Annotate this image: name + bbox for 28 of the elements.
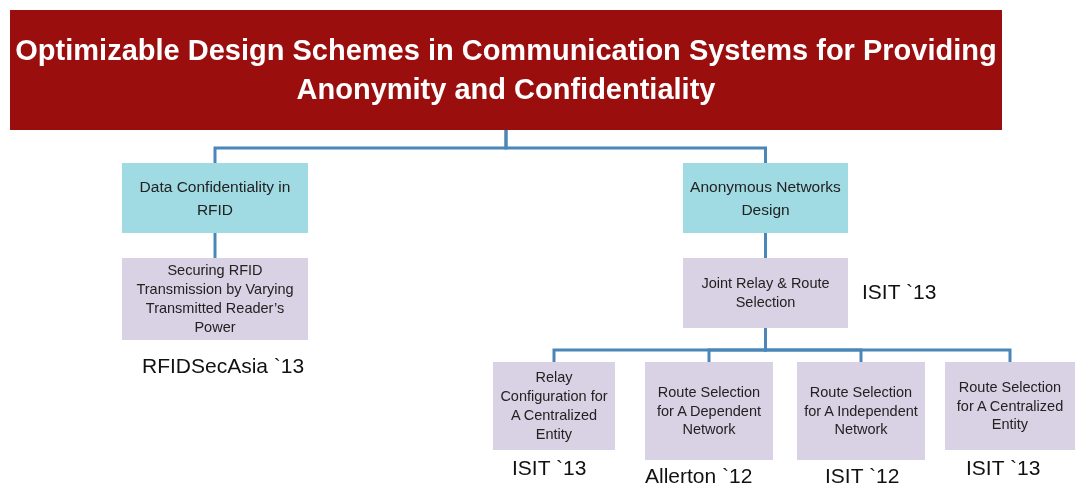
- topic-box: [493, 362, 615, 450]
- topic-box: [945, 362, 1075, 450]
- topic-box: [683, 258, 848, 328]
- tree-connector: [504, 130, 767, 163]
- node-label: Relay Configuration for A Centralized Entity: [499, 368, 609, 444]
- venue-label: ISIT `12: [825, 464, 900, 488]
- topic-box: [797, 362, 925, 460]
- tree-connector: [764, 233, 767, 258]
- tree-connector: [764, 328, 1012, 362]
- venue-label: RFIDSecAsia `13: [142, 354, 305, 378]
- title-banner: [10, 10, 1002, 130]
- node-label: Anonymous Networks Design: [689, 176, 842, 220]
- node-label: Route Selection for A Dependent Network: [656, 382, 762, 440]
- title-text: Optimizable Design Schemes in Communication Systems for Providing Anonymity and Confidentiality: [14, 32, 998, 107]
- node-label: Joint Relay & Route Selection: [700, 274, 831, 312]
- venue-label: ISIT `13: [512, 456, 587, 480]
- venue-label: Allerton `12: [645, 464, 753, 488]
- category-box: [122, 163, 308, 233]
- venue-label: ISIT `13: [862, 280, 937, 304]
- node-label: Securing RFID Transmission by Varying Transmitted Reader’s Power: [135, 261, 295, 337]
- venue-label: ISIT `13: [966, 456, 1041, 480]
- node-label: Route Selection for A Independent Network: [803, 382, 919, 440]
- topic-box: [122, 258, 308, 340]
- node-label: Route Selection for A Centralized Entity: [955, 377, 1065, 435]
- node-label: Data Confidentiality in RFID: [138, 176, 292, 220]
- topic-box: [645, 362, 773, 460]
- tree-connector: [213, 233, 217, 258]
- category-box: [683, 163, 848, 233]
